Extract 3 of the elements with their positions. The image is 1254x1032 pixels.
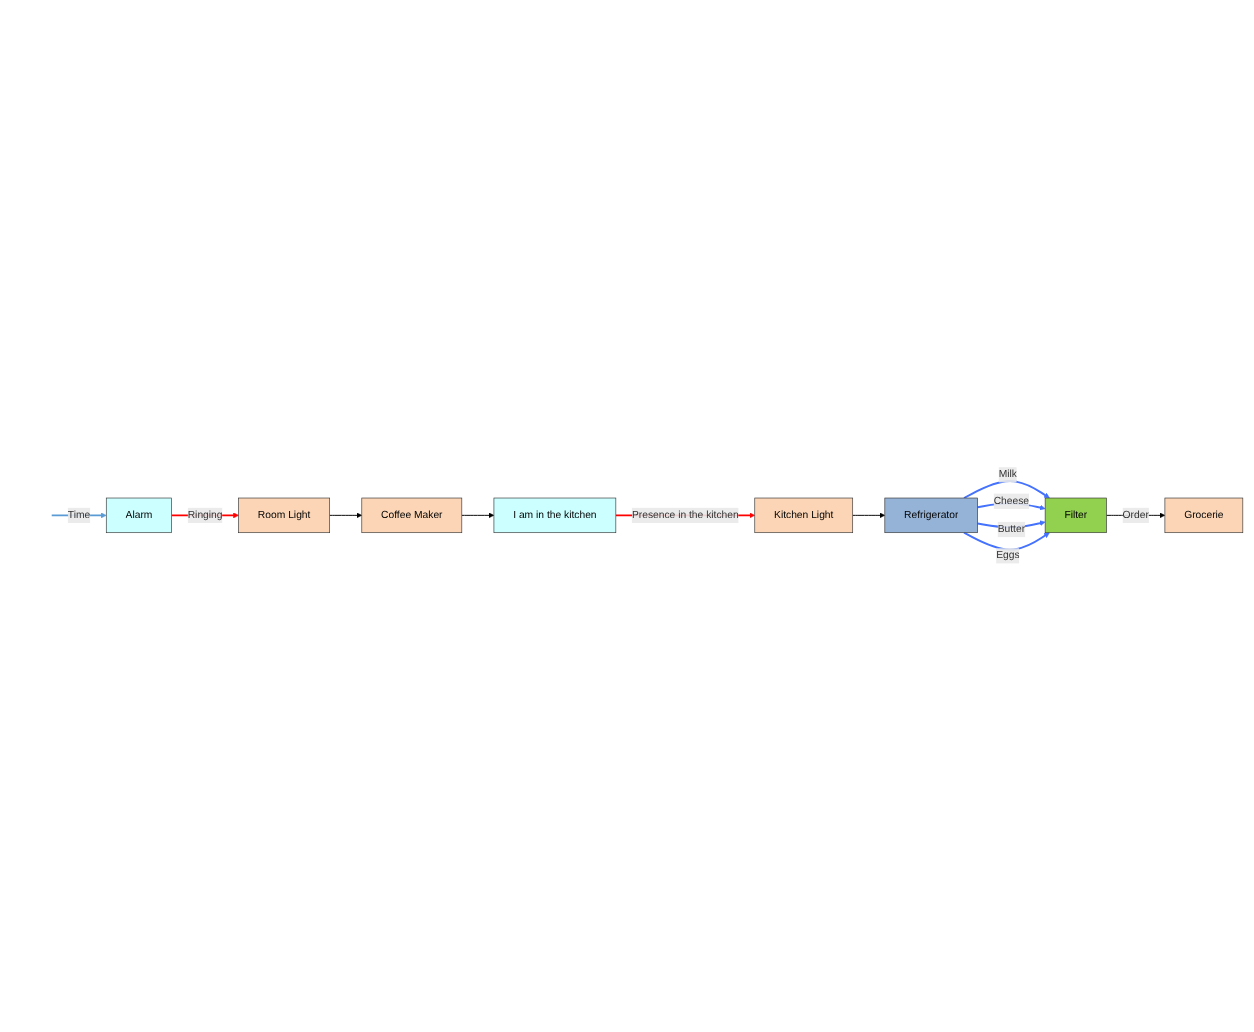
arrow: [962, 532, 1049, 552]
arrow: [975, 503, 1045, 511]
arrow: [962, 480, 1049, 500]
